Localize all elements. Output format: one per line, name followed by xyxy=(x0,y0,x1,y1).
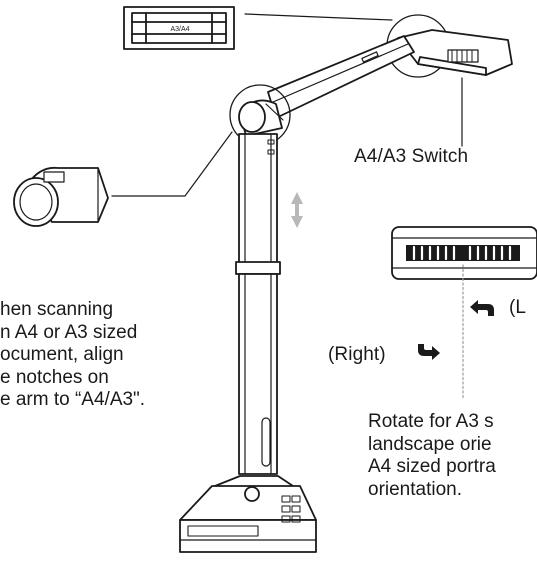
base xyxy=(179,475,317,553)
leader-line-left xyxy=(111,131,233,197)
upper-arm xyxy=(267,35,415,119)
rotate-instructions-line: Rotate for A3 s xyxy=(368,411,494,432)
notch-instructions-line: e arm to “A4/A3". xyxy=(0,389,146,410)
notch-instructions-line: e notches on xyxy=(0,366,109,388)
rotate-right-arrow-icon xyxy=(418,344,440,360)
up-down-arrow-icon xyxy=(291,192,303,228)
camera-head-top-view xyxy=(391,226,537,280)
leader-line-top xyxy=(244,13,393,21)
rotate-instructions: Rotate for A3 s landscape orie A4 sized … xyxy=(368,411,496,501)
vertical-post xyxy=(235,133,281,475)
rotate-instructions-line: orientation. xyxy=(368,478,463,500)
notch-instructions: hen scanning n A4 or A3 sized ocument, a… xyxy=(0,299,145,412)
switch-label: A4/A3 Switch xyxy=(354,146,469,167)
rotate-instructions-line: A4 sized portra xyxy=(368,456,496,477)
rotate-left-arrow-icon xyxy=(470,300,494,316)
notch-instructions-line: hen scanning xyxy=(0,299,114,320)
rotate-left-label: (L xyxy=(509,297,527,318)
notch-instructions-line: ocument, align xyxy=(0,344,124,365)
rotate-instructions-line: landscape orie xyxy=(368,433,492,455)
notch-closeup-top: A3/A4 xyxy=(123,6,235,50)
notch-badge-text: A3/A4 xyxy=(170,26,189,33)
camera-head xyxy=(397,29,513,76)
rotate-right-label: (Right) xyxy=(328,344,386,365)
elbow-closeup-left xyxy=(13,166,109,227)
elbow-joint xyxy=(238,99,284,137)
notch-instructions-line: n A4 or A3 sized xyxy=(0,321,138,343)
